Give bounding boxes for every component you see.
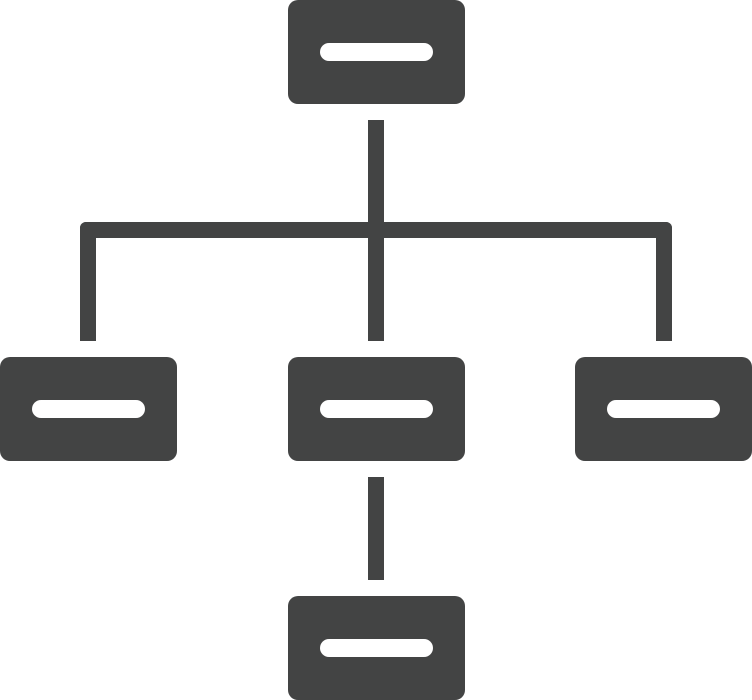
node-center-label-bar <box>320 400 433 418</box>
node-root <box>288 0 465 104</box>
node-center <box>288 357 465 461</box>
node-right <box>575 357 752 461</box>
node-left-label-bar <box>32 400 145 418</box>
node-right-label-bar <box>607 400 720 418</box>
node-left <box>0 357 177 461</box>
connector-root-stem <box>368 120 384 223</box>
connector-center-drop <box>368 222 384 341</box>
connector-bottom-stem <box>368 477 384 580</box>
node-bottom <box>288 596 465 700</box>
connector-right-drop <box>656 222 672 341</box>
node-bottom-label-bar <box>320 639 433 657</box>
connector-left-drop <box>80 222 96 341</box>
node-root-label-bar <box>320 43 433 61</box>
